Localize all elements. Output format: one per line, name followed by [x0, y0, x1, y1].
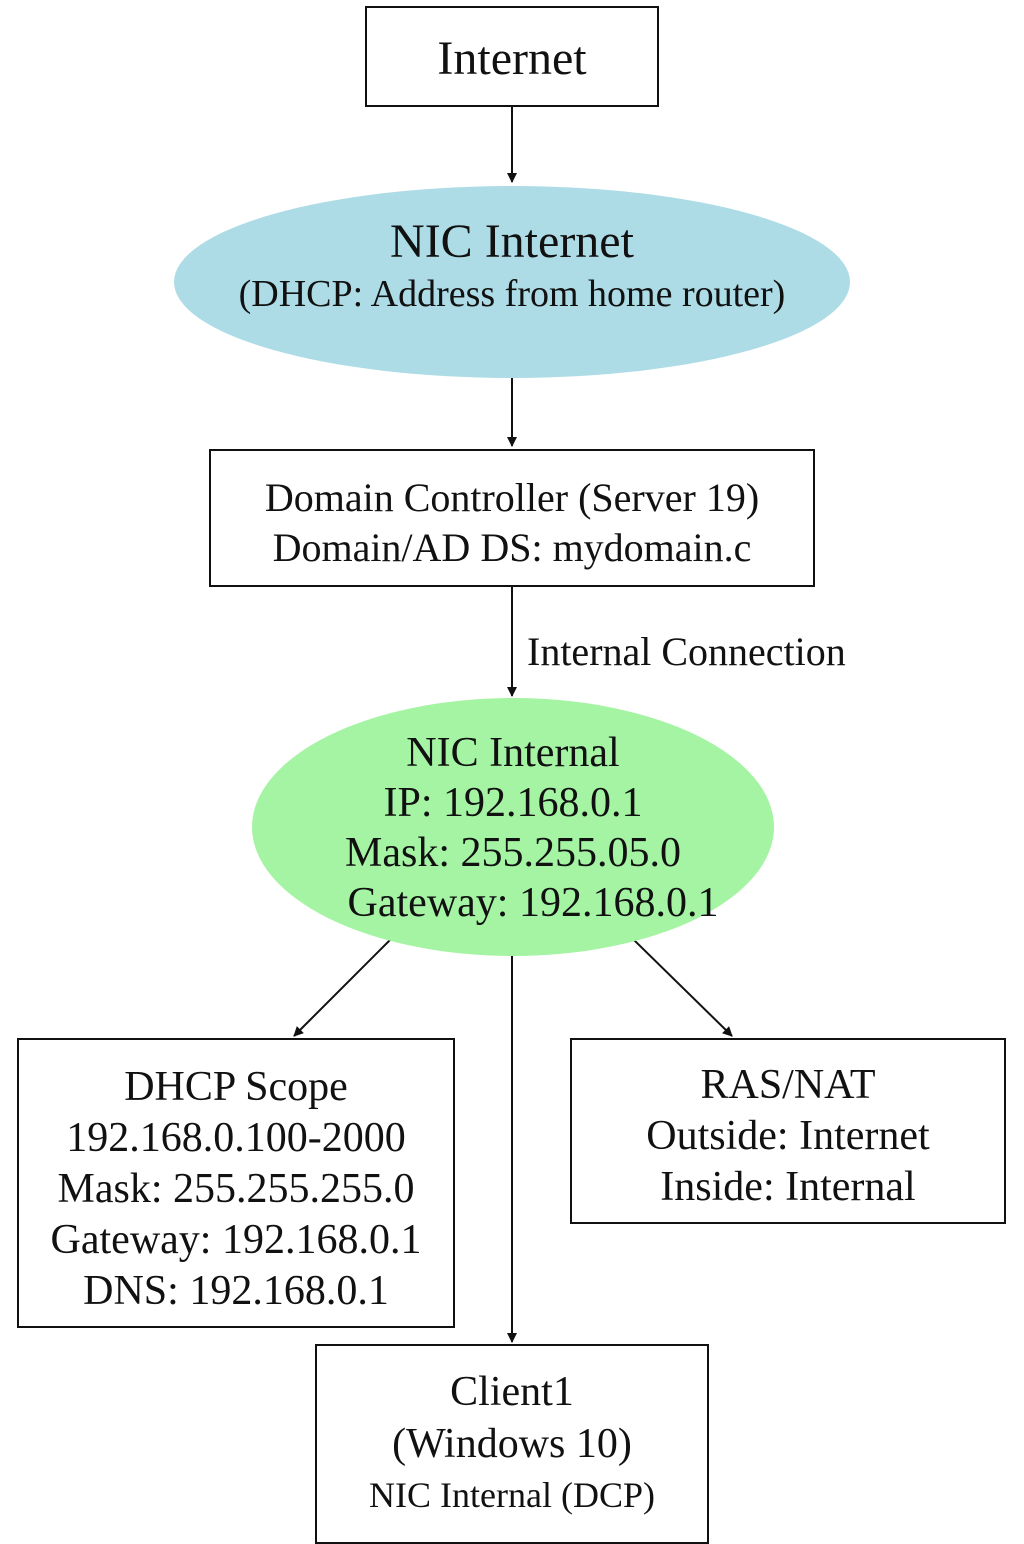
client1-title: Client1 [450, 1369, 574, 1415]
client1-nic: NIC Internal (DCP) [369, 1475, 655, 1515]
edge-nic-internal-to-ras-nat [633, 939, 733, 1037]
domain-controller-title: Domain Controller (Server 19) [264, 475, 760, 520]
internet-node: Internet [365, 6, 659, 107]
nic-internal-ip: IP: 192.168.0.1 [383, 780, 643, 826]
edge-nic-internal-to-dhcp-scope [293, 939, 391, 1037]
nic-internet-subtitle: (DHCP: Address from home router) [238, 273, 786, 315]
dhcp-scope-node: DHCP Scope 192.168.0.100-2000 Mask: 255.… [17, 1038, 455, 1328]
dhcp-scope-mask: Mask: 255.255.255.0 [57, 1166, 415, 1212]
nic-internet-title: NIC Internet [390, 215, 634, 268]
client1-node: Client1 (Windows 10) NIC Internal (DCP) [315, 1344, 709, 1544]
nic-internal-mask: Mask: 255.255.05.0 [345, 830, 681, 876]
dhcp-scope-range: 192.168.0.100-2000 [66, 1115, 406, 1161]
client1-os: (Windows 10) [392, 1421, 632, 1467]
nic-internet-node: NIC Internet (DHCP: Address from home ro… [174, 186, 850, 378]
ras-nat-inside: Inside: Internal [660, 1164, 916, 1210]
nic-internal-title: NIC Internal [406, 730, 620, 776]
ras-nat-title: RAS/NAT [700, 1062, 876, 1108]
nic-internal-node: NIC Internal IP: 192.168.0.1 Mask: 255.2… [252, 698, 774, 956]
dhcp-scope-title: DHCP Scope [124, 1064, 348, 1110]
domain-controller-domain: Domain/AD DS: mydomain.c [272, 525, 752, 570]
internal-connection-label: Internal Connection [527, 629, 846, 674]
ras-nat-node: RAS/NAT Outside: Internet Inside: Intern… [570, 1038, 1006, 1224]
nic-internal-gateway: Gateway: 192.168.0.1 [347, 880, 719, 926]
dhcp-scope-dns: DNS: 192.168.0.1 [83, 1268, 389, 1314]
domain-controller-node: Domain Controller (Server 19) Domain/AD … [209, 449, 815, 587]
dhcp-scope-gateway: Gateway: 192.168.0.1 [50, 1217, 422, 1263]
ras-nat-outside: Outside: Internet [646, 1113, 930, 1159]
internet-label: Internet [437, 32, 587, 85]
